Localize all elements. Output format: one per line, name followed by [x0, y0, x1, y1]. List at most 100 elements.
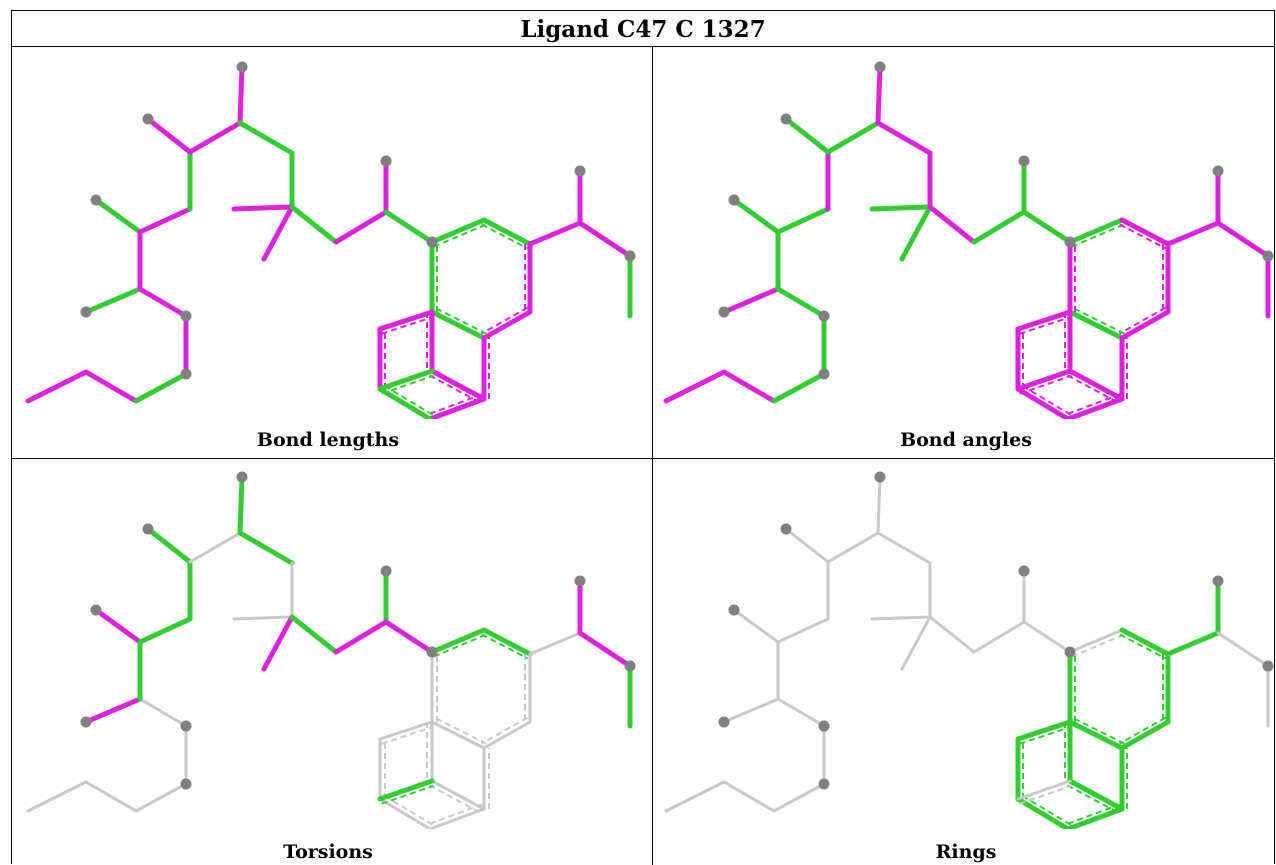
bond-line [722, 780, 776, 813]
atom-marker [818, 720, 830, 732]
aromatic-bond-dash [1119, 306, 1167, 335]
bond-line [776, 617, 830, 644]
bond-line [237, 474, 245, 536]
caption-torsions: Torsions [283, 841, 373, 863]
bond-line [783, 116, 831, 155]
bond-line [1119, 217, 1171, 247]
atom-marker [180, 310, 192, 322]
aromatic-bond-dash [429, 374, 483, 405]
aromatic-bond-dash [481, 716, 529, 745]
atom-marker [380, 155, 392, 167]
bond-line [663, 369, 727, 404]
bond-line [430, 779, 486, 811]
bond-line [333, 209, 389, 245]
atom-marker [180, 368, 192, 380]
bond-line [137, 206, 193, 235]
bond-line [1067, 778, 1125, 812]
grid-divider-horizontal [12, 458, 1274, 459]
bond-line [732, 608, 780, 644]
bond-line [133, 371, 189, 404]
caption-bond-angles: Bond angles [900, 429, 1032, 451]
atom-marker [780, 113, 792, 125]
aromatic-bond-dash [481, 306, 529, 335]
bond-line [876, 475, 882, 535]
atom-marker [380, 565, 392, 577]
bond-line [1065, 806, 1125, 829]
bond-line [721, 369, 777, 404]
atom-marker [180, 720, 192, 732]
bond-line [481, 217, 533, 247]
atom-marker [574, 575, 586, 587]
bond-line [971, 209, 1027, 245]
molecule-bond-lengths [25, 61, 636, 419]
atom-marker [728, 604, 740, 616]
bond-line [289, 614, 339, 655]
bond-line [870, 615, 932, 621]
bond-line [482, 720, 532, 750]
atom-marker [818, 368, 830, 380]
molecule-torsions [26, 471, 636, 829]
bond-line [1067, 309, 1125, 341]
bond-line [927, 204, 977, 245]
atom-marker [1262, 250, 1274, 262]
bond-line [731, 197, 781, 235]
atom-marker [80, 306, 92, 318]
atom-marker [180, 778, 192, 790]
bond-line [377, 309, 435, 332]
aromatic-bond-dash [1071, 633, 1125, 658]
aromatic-bond-dash [427, 803, 483, 826]
bond-line [1015, 719, 1073, 742]
bond-line [527, 220, 583, 247]
bond-line [481, 309, 533, 341]
bond-line [134, 782, 188, 813]
bond-line [232, 615, 294, 621]
grid-divider-vertical [652, 47, 653, 865]
bond-line [261, 614, 295, 672]
bond-line [237, 120, 295, 156]
bond-line [429, 368, 487, 402]
bond-line [775, 286, 827, 319]
aromatic-bond-dash [381, 784, 434, 805]
bond-line [1165, 220, 1221, 247]
bond-line [93, 607, 143, 645]
bond-line [231, 204, 295, 212]
atom-marker [718, 716, 730, 728]
atom-marker [90, 604, 102, 616]
bond-line [93, 197, 143, 235]
bond-line [377, 368, 435, 392]
bond-line [383, 209, 435, 245]
bond-line [289, 204, 339, 245]
bond-line [1119, 719, 1171, 751]
atom-marker [80, 716, 92, 728]
bond-line [137, 616, 193, 645]
aromatic-bond-dash [382, 793, 434, 826]
bond-line [972, 620, 1026, 654]
bond-line [1216, 631, 1270, 668]
bond-line [237, 530, 295, 566]
aromatic-bond-dash [481, 223, 529, 250]
bond-line [869, 204, 933, 212]
aromatic-bond-dash [481, 633, 529, 660]
bond-line [383, 619, 435, 655]
bond-line [577, 630, 633, 669]
bond-line [25, 369, 89, 404]
bond-line [775, 206, 831, 235]
bond-line [1067, 217, 1125, 245]
bond-line [1067, 719, 1125, 751]
bond-line [577, 220, 633, 259]
bond-line [1067, 368, 1125, 402]
figure-title: Ligand C47 C 1327 [12, 11, 1274, 47]
aromatic-bond-dash [1020, 383, 1072, 416]
bond-line [378, 720, 434, 741]
figure-frame: Ligand C47 C 1327 Bond lengths Bond angl… [11, 10, 1276, 865]
bond-line [138, 697, 188, 728]
bond-line [1022, 620, 1072, 654]
molecule-bond-angles [663, 61, 1274, 419]
aromatic-bond-dash [1119, 633, 1167, 660]
panel-bond-angles [656, 49, 1276, 449]
atom-marker [236, 61, 248, 73]
bond-line [377, 386, 433, 419]
atom-marker [624, 660, 636, 672]
atom-marker [728, 194, 740, 206]
atom-marker [236, 471, 248, 483]
